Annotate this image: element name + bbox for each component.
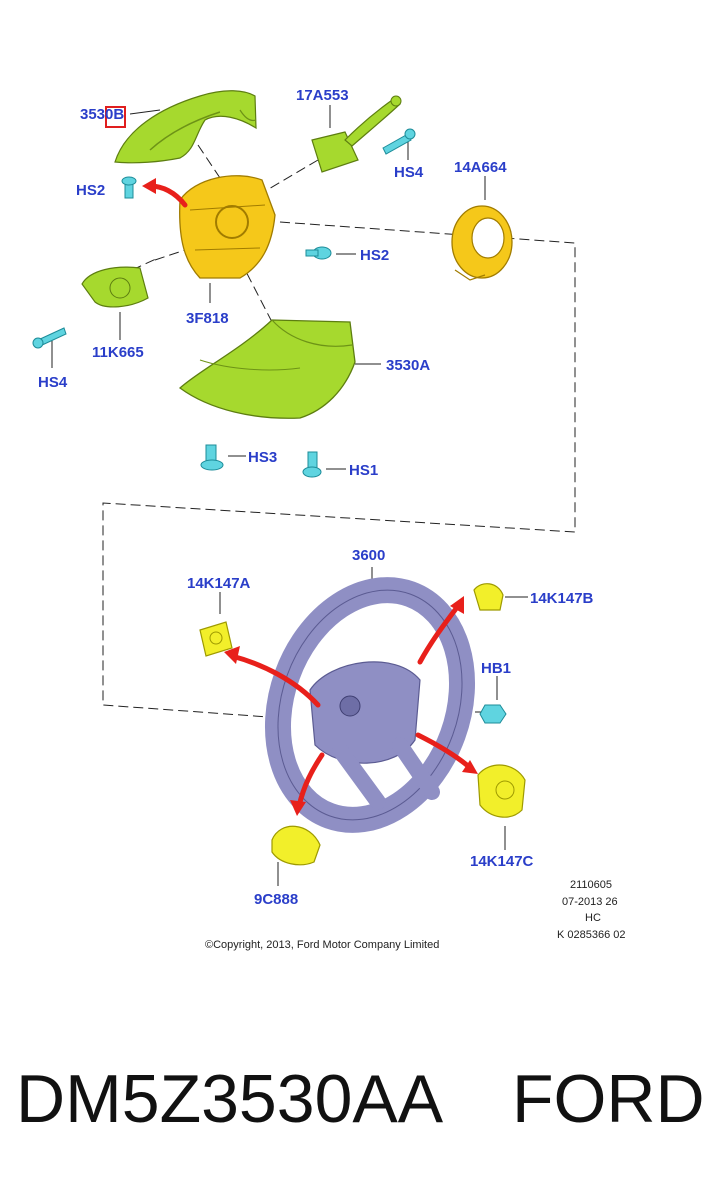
label-14a664: 14A664	[454, 159, 507, 176]
label-14k147a: 14K147A	[187, 575, 251, 592]
upper-steering-column-shroud	[114, 90, 257, 164]
red-arrows	[147, 183, 471, 809]
label-hs1: HS1	[349, 462, 378, 479]
drawing-reference: 2110605 07-2013 26 HC K 0285366 02	[557, 879, 626, 941]
label-hs2-left: HS2	[76, 182, 105, 199]
ref-line-4: K 0285366 02	[557, 929, 626, 941]
label-3530b: 3530B	[80, 106, 124, 123]
leader-lines	[51, 105, 528, 886]
switch-14k147a	[199, 621, 233, 657]
label-hs3: HS3	[248, 449, 277, 466]
switch-14k147b	[473, 583, 504, 611]
label-hs2-mid: HS2	[360, 247, 389, 264]
label-hs4-top: HS4	[394, 164, 424, 181]
ref-line-2: 07-2013 26	[562, 896, 618, 908]
label-9c888: 9C888	[254, 891, 298, 908]
ref-line-1: 2110605	[570, 879, 612, 891]
lower-steering-column-shroud	[178, 319, 356, 419]
label-hb1: HB1	[481, 660, 511, 677]
label-hs4-left: HS4	[38, 374, 68, 391]
caption-brand: FORD	[512, 1061, 705, 1137]
screw-hs4-left	[32, 327, 67, 349]
pin-hs2-left	[121, 176, 137, 199]
steering-column-control-module	[179, 175, 276, 279]
red-arrowheads	[142, 178, 478, 816]
label-14k147b: 14K147B	[530, 590, 594, 607]
exploded-parts-diagram: 3530B 17A553 HS4 HS2 14A664 HS2 3F818 11…	[32, 87, 626, 951]
fastener-hs3	[200, 444, 224, 471]
clockspring	[451, 205, 513, 281]
caption-part-number: DM5Z3530AA	[16, 1061, 444, 1137]
label-14k147c: 14K147C	[470, 853, 534, 870]
steering-wheel	[264, 577, 476, 833]
pin-hs2-mid	[305, 246, 332, 260]
fastener-hs1	[302, 451, 322, 478]
ref-line-3: HC	[585, 912, 601, 924]
switch-9c888	[271, 825, 321, 866]
label-3f818: 3F818	[186, 310, 229, 327]
wiper-switch	[311, 95, 402, 173]
highlight-marker	[105, 106, 126, 128]
label-3530a: 3530A	[386, 357, 430, 374]
label-11k665: 11K665	[92, 344, 144, 361]
bolt-hb1	[479, 704, 507, 724]
part-labels: 3530B 17A553 HS4 HS2 14A664 HS2 3F818 11…	[38, 87, 594, 908]
label-17a553: 17A553	[296, 87, 349, 104]
product-caption: DM5Z3530AA FORD	[0, 1060, 708, 1160]
copyright-notice: ©Copyright, 2013, Ford Motor Company Lim…	[205, 939, 439, 951]
switch-14k147c	[477, 764, 526, 818]
multifunction-light-switch	[81, 266, 149, 308]
screw-hs4-top	[382, 128, 416, 155]
label-3600: 3600	[352, 547, 385, 564]
